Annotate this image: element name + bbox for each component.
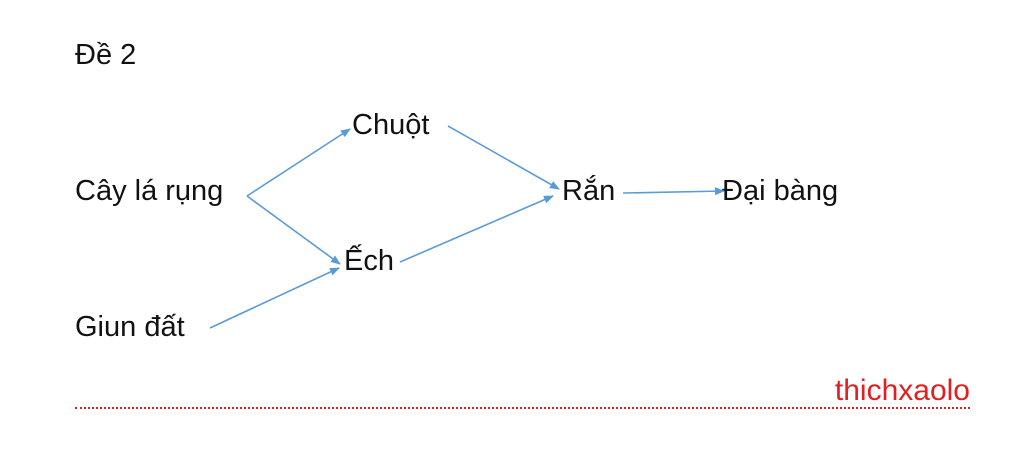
arrow-ech-to-ran bbox=[399, 195, 554, 263]
node-cay-la-rung: Cây lá rụng bbox=[75, 175, 224, 207]
node-ran: Rắn bbox=[562, 175, 616, 207]
node-chuot: Chuột bbox=[352, 109, 430, 141]
arrow-cay-la-rung-to-chuot bbox=[246, 128, 351, 197]
arrow-cay-la-rung-to-ech bbox=[246, 195, 341, 265]
node-ech: Ếch bbox=[344, 245, 394, 277]
watermark-text: thichxaolo bbox=[834, 374, 970, 407]
arrow-ran-to-dai-bang bbox=[622, 187, 725, 196]
page-title: Đề 2 bbox=[75, 39, 137, 71]
node-giun-dat: Giun đất bbox=[75, 311, 185, 343]
dotted-divider bbox=[75, 407, 970, 409]
arrow-giun-dat-to-ech bbox=[209, 267, 340, 329]
arrow-chuot-to-ran bbox=[447, 125, 560, 190]
node-dai-bang: Đại bàng bbox=[722, 175, 839, 207]
